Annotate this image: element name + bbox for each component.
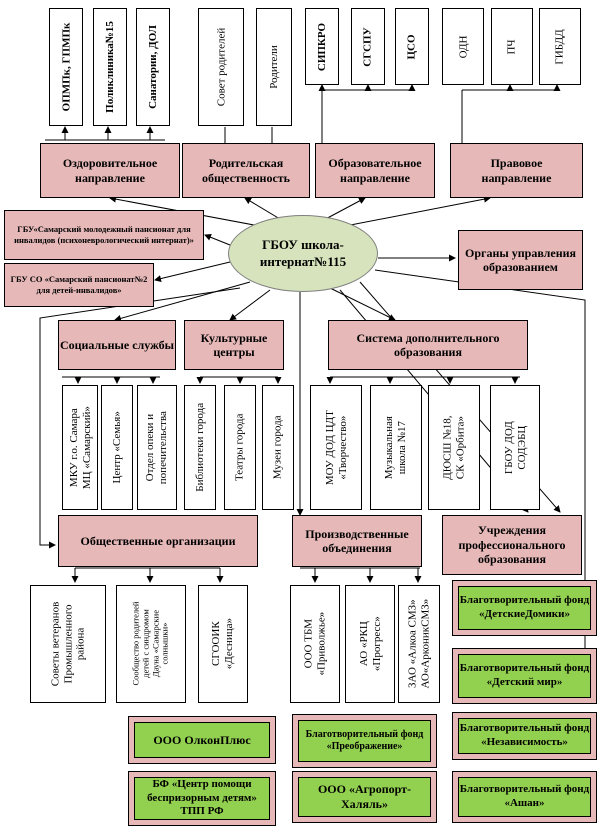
box-music-school-label: Музыкальная школа №17 <box>383 415 409 480</box>
box-sanatorium: Санатории, ДОЛ <box>136 8 170 126</box>
box-dyussh-orbita-label: ДЮСШ №18, СК «Орбита» <box>441 415 466 480</box>
box-dyussh-orbita: ДЮСШ №18, СК «Орбита» <box>428 385 480 510</box>
bf-center-help: БФ «Центр помощи беспризорным детям» ТПП… <box>128 771 276 826</box>
box-tbm-privolzhye: ООО ТБМ «Приволжье» <box>290 585 340 703</box>
box-libraries: Библиотеки города <box>184 385 216 510</box>
box-mku-mc-label: МКУ г.о. Самара МЦ «Самарский» <box>67 406 92 489</box>
box-theaters-label: Театры города <box>233 413 246 482</box>
box-sgspu-label: СГСПУ <box>362 26 374 67</box>
direction-education: Образовательное направление <box>315 143 435 198</box>
box-odn: ОДН <box>442 8 484 85</box>
head-additional-education: Система дополнительного образования <box>328 320 528 370</box>
box-down-syndrome-community-label: Сообщество родителей детей с синдромом Д… <box>130 601 170 687</box>
head-culture-centers: Культурные центры <box>184 320 284 370</box>
direction-health: Оздоровительное направление <box>40 143 180 198</box>
box-opmpk-label: ОПМПк, ГПМПк <box>60 22 73 112</box>
fund-nezavisimost-label: Благотворительный фонд «Независимость» <box>458 718 591 754</box>
box-veterans-council-label: Советы ветеранов Промышленного района <box>49 601 87 687</box>
box-pch: ПЧ <box>491 8 533 85</box>
ooo-olkonplus-label: ООО ОлконПлюс <box>134 722 270 758</box>
fund-auchan-label: Благотворительный фонд «Ашан» <box>458 777 591 817</box>
ooo-olkonplus: ООО ОлконПлюс <box>128 716 276 764</box>
box-sipkro: СИПКРО <box>305 8 339 85</box>
center-school: ГБОУ школа-интернат№115 <box>228 215 378 292</box>
box-alcoa-smz: ЗАО «Алкоа СМЗ» АО«АрконикСМЗ» <box>398 585 440 703</box>
ooo-agroport: ООО «Агропорт-Халяль» <box>292 771 437 823</box>
box-music-school: Музыкальная школа №17 <box>370 385 422 510</box>
box-parents-label: Родители <box>268 45 281 89</box>
box-museums: Музеи города <box>262 385 294 510</box>
box-down-syndrome-community: Сообщество родителей детей с синдромом Д… <box>116 585 186 703</box>
box-moudod-cdt-label: МОУ ДОД ЦДТ «Творчество» <box>323 410 348 485</box>
ooo-agroport-label: ООО «Агропорт-Халяль» <box>298 777 431 817</box>
fund-preobrazhenie: Благотворительный фонд «Преображение» <box>292 714 437 768</box>
box-cso: ЦСО <box>395 8 429 85</box>
fund-detsky-mir: Благотворительный фонд «Детский мир» <box>452 648 597 704</box>
head-public-organizations: Общественные организации <box>58 515 258 567</box>
box-center-family-label: Центр «Семья» <box>110 411 123 484</box>
box-moudod-cdt: МОУ ДОД ЦДТ «Творчество» <box>310 385 362 510</box>
box-parents-council: Совет родителей <box>198 8 244 126</box>
box-museums-label: Музеи города <box>271 415 284 480</box>
box-sodebc: ГБОУ ДОД СОДЭБЦ <box>490 385 540 510</box>
box-guardianship-label: Отдел опеки и попечительства <box>144 410 169 485</box>
fund-nezavisimost: Благотворительный фонд «Независимость» <box>452 712 597 760</box>
box-sgspu: СГСПУ <box>351 8 385 85</box>
box-pch-label: ПЧ <box>506 38 518 55</box>
box-odn-label: ОДН <box>457 35 469 58</box>
fund-detskie-domiki-label: Благотворительный фонд «ДетскиеДомики» <box>458 586 591 630</box>
bf-center-help-label: БФ «Центр помощи беспризорным детям» ТПП… <box>134 777 270 820</box>
box-mku-mc: МКУ г.о. Самара МЦ «Самарский» <box>62 385 98 510</box>
box-sgooik-label: СГООИК «Десница» <box>210 618 235 670</box>
box-opmpk: ОПМПк, ГПМПк <box>49 8 83 126</box>
direction-legal: Правовое направление <box>450 143 583 198</box>
box-alcoa-smz-label: ЗАО «Алкоа СМЗ» АО«АрконикСМЗ» <box>406 599 432 689</box>
box-veterans-council: Советы ветеранов Промышленного района <box>30 585 106 703</box>
box-gibdd: ГИБДД <box>539 8 581 85</box>
box-parents-council-label: Совет родителей <box>215 27 227 107</box>
box-sipkro-label: СИПКРО <box>316 22 328 71</box>
box-sodebc-label: ГБОУ ДОД СОДЭБЦ <box>502 421 527 474</box>
box-polyclinic-label: Поликлиника№15 <box>104 21 117 113</box>
organs-education-management: Органы управления образованием <box>458 230 583 290</box>
head-production-associations: Производственные объединения <box>292 515 422 567</box>
gbu-pension-2: ГБУ СО «Самарский пансионат№2 для детей-… <box>4 263 154 307</box>
box-center-family: Центр «Семья» <box>101 385 133 510</box>
box-cso-label: ЦСО <box>406 33 418 60</box>
gbu-youth-pension: ГБУ«Самарский молодежный пансионат для и… <box>4 210 204 260</box>
box-sanatorium-label: Санатории, ДОЛ <box>147 25 160 109</box>
box-gibdd-label: ГИБДД <box>554 28 566 65</box>
box-libraries-label: Библиотеки города <box>193 403 206 492</box>
fund-detsky-mir-label: Благотворительный фонд «Детский мир» <box>458 654 591 698</box>
box-tbm-privolzhye-label: ООО ТБМ «Приволжье» <box>302 612 328 676</box>
fund-preobrazhenie-label: Благотворительный фонд «Преображение» <box>298 720 431 762</box>
box-theaters: Театры города <box>224 385 256 510</box>
box-guardianship: Отдел опеки и попечительства <box>137 385 177 510</box>
head-professional-education: Учреждения профессионального образования <box>442 515 582 575</box>
box-rkc-progress-label: АО «РКЦ «Прогресс» <box>357 616 383 672</box>
box-polyclinic: Поликлиника№15 <box>93 8 127 126</box>
box-parents: Родители <box>256 8 292 126</box>
box-sgooik: СГООИК «Десница» <box>198 585 248 703</box>
fund-auchan: Благотворительный фонд «Ашан» <box>452 771 597 823</box>
box-rkc-progress: АО «РКЦ «Прогресс» <box>345 585 395 703</box>
fund-detskie-domiki: Благотворительный фонд «ДетскиеДомики» <box>452 580 597 636</box>
head-social-services: Социальные службы <box>58 320 176 370</box>
direction-parents: Родительская общественность <box>182 143 310 198</box>
